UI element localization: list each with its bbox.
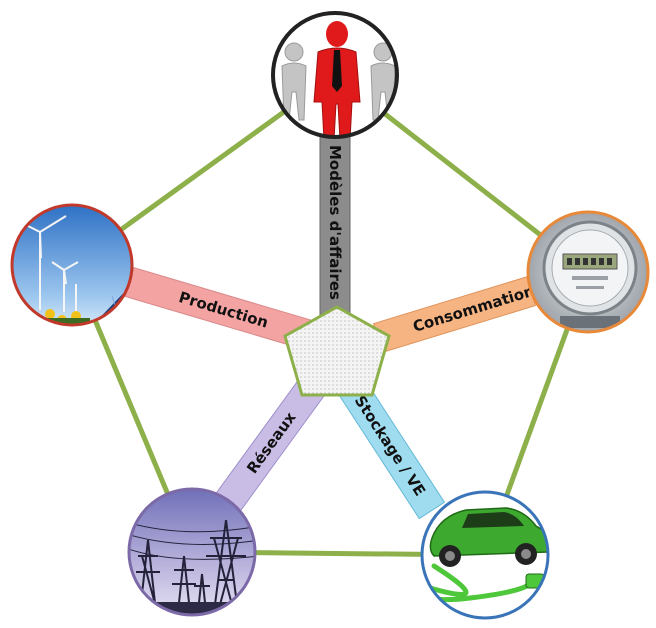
node-networks [127, 487, 257, 617]
spoke-business: Modèles d'affaires [319, 134, 351, 319]
spoke-consumption: Consommation [372, 276, 536, 353]
node-storage [420, 490, 550, 620]
center-pentagon [283, 305, 391, 397]
node-production [10, 203, 134, 327]
power-pylons-icon [129, 519, 255, 613]
spoke-label-business: Modèles d'affaires [326, 145, 344, 300]
business-people-icon [313, 21, 361, 137]
electric-car-icon [425, 507, 548, 603]
spoke-label-storage: Stockage / VE [351, 392, 429, 499]
electric-meter-icon [542, 220, 638, 328]
node-business [271, 11, 399, 139]
node-consumption [526, 210, 650, 334]
